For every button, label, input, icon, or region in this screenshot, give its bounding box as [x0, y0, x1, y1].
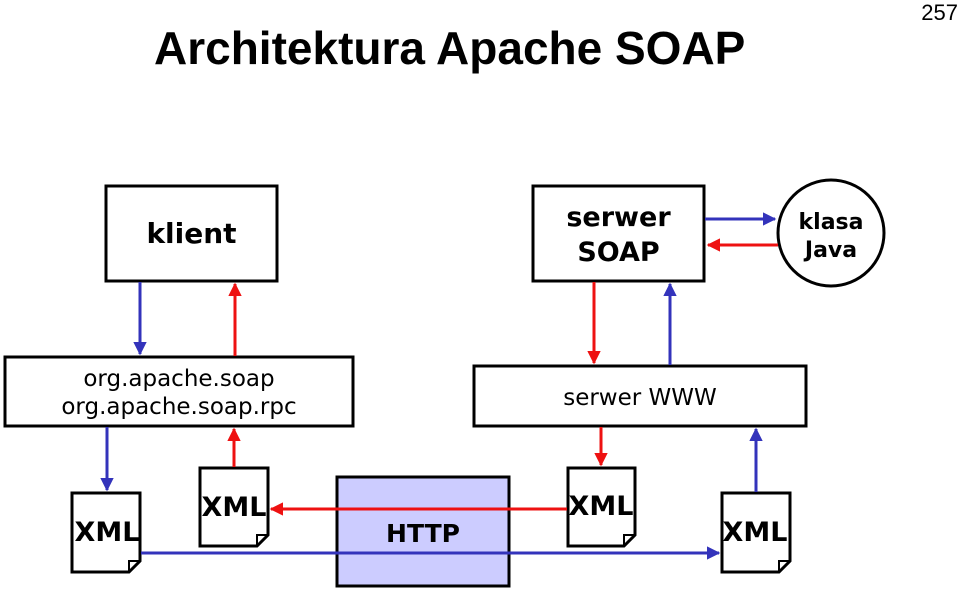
xml-label-4: XML [723, 517, 788, 548]
klient-box [104, 184, 279, 283]
page-number: 257 [921, 0, 958, 25]
http-label: HTTP [386, 519, 460, 548]
xml-label-2: XML [202, 492, 267, 523]
xml-document-4: XML [720, 491, 792, 574]
klasa-java-node [776, 178, 886, 288]
serwer-soap-box [531, 184, 706, 283]
serwer-www-box [472, 364, 808, 428]
klasa-java-label-line2: Java [803, 238, 857, 263]
serwer-www-label: serwer WWW [563, 385, 717, 411]
org-apache-soap-rpc-label: org.apache.soap.rpc [61, 394, 296, 420]
klasa-java-label-line1: klasa [799, 210, 864, 235]
org-apache-soap-label: org.apache.soap [83, 366, 274, 392]
serwer-soap-label-line1: serwer [566, 202, 671, 233]
xml-label-1: XML [75, 517, 140, 548]
page-title: Architektura Apache SOAP [154, 22, 745, 74]
klient-label: klient [146, 217, 236, 250]
xml-document-3: XML [566, 466, 637, 548]
xml-document-1: XML [70, 491, 142, 574]
xml-document-2: XML [198, 466, 270, 548]
serwer-soap-label-line2: SOAP [577, 237, 659, 268]
http-box [335, 475, 511, 588]
org-apache-box [3, 355, 355, 428]
xml-label-3: XML [569, 491, 634, 522]
